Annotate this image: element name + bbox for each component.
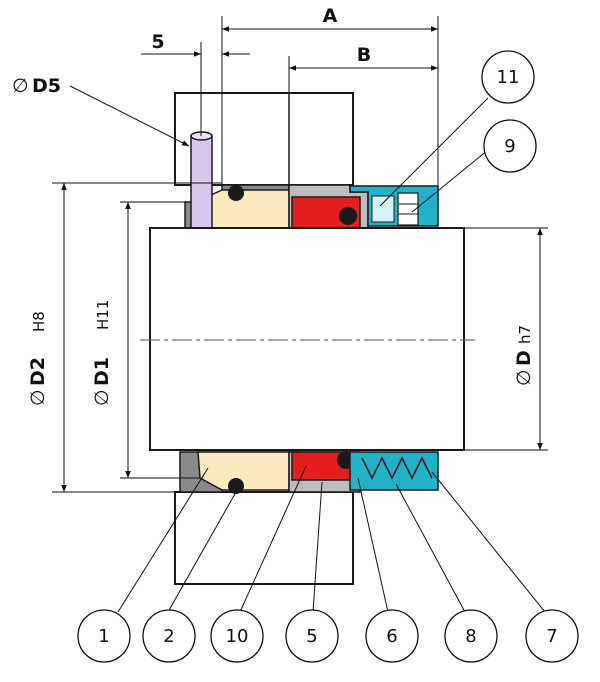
callout-9: 9 — [483, 119, 537, 173]
callout-7: 7 — [525, 609, 579, 663]
callout-11: 11 — [481, 50, 535, 104]
callout-9-label: 9 — [504, 136, 515, 157]
callout-1-label: 1 — [98, 626, 109, 647]
dim-d-tolerance: h7 — [516, 325, 534, 344]
callout-1: 1 — [77, 609, 131, 663]
dimension-lines — [52, 16, 548, 493]
callout-5-label: 5 — [306, 626, 317, 647]
dim-d2-label: D2 — [27, 357, 49, 386]
dim-5-label: 5 — [151, 31, 164, 53]
shaft — [140, 227, 475, 451]
upper-seal-assembly — [184, 184, 439, 229]
callout-6: 6 — [365, 609, 419, 663]
dim-d2-group: ∅ D2 H8 — [27, 311, 49, 406]
dim-d-label: D — [513, 350, 535, 366]
callout-8-label: 8 — [465, 626, 476, 647]
callout-6-label: 6 — [386, 626, 397, 647]
callout-10: 10 — [210, 609, 264, 663]
callout-leaders — [117, 97, 546, 613]
dim-d2-tolerance: H8 — [30, 311, 48, 332]
dim-d1-label: D1 — [91, 357, 113, 386]
dim-d5-symbol: ∅ — [12, 75, 29, 97]
callout-2: 2 — [142, 609, 196, 663]
dim-d-symbol: ∅ — [513, 369, 535, 386]
anti-rotation-pin — [190, 131, 213, 229]
lower-seal-assembly — [179, 451, 439, 494]
dim-b-label: B — [357, 44, 371, 66]
spring-housing-lower — [349, 451, 439, 491]
dim-d1-tolerance: H11 — [94, 300, 112, 330]
dim-d-group: ∅ D h7 — [513, 325, 535, 386]
dim-d1-symbol: ∅ — [91, 389, 113, 406]
dim-d5-label: D5 — [32, 75, 61, 97]
dim-a-label: A — [323, 5, 338, 27]
seat-oring — [228, 185, 244, 201]
dim-d1-group: ∅ D1 H11 — [91, 300, 113, 406]
callout-10-label: 10 — [226, 626, 249, 647]
set-screw — [397, 192, 419, 226]
spring — [361, 456, 433, 480]
callout-8: 8 — [444, 609, 498, 663]
callout-11-label: 11 — [497, 67, 520, 88]
face-oring — [339, 207, 357, 225]
callout-2-label: 2 — [163, 626, 174, 647]
dim-d2-symbol: ∅ — [27, 389, 49, 406]
callout-5: 5 — [285, 609, 339, 663]
callout-7-label: 7 — [546, 626, 557, 647]
